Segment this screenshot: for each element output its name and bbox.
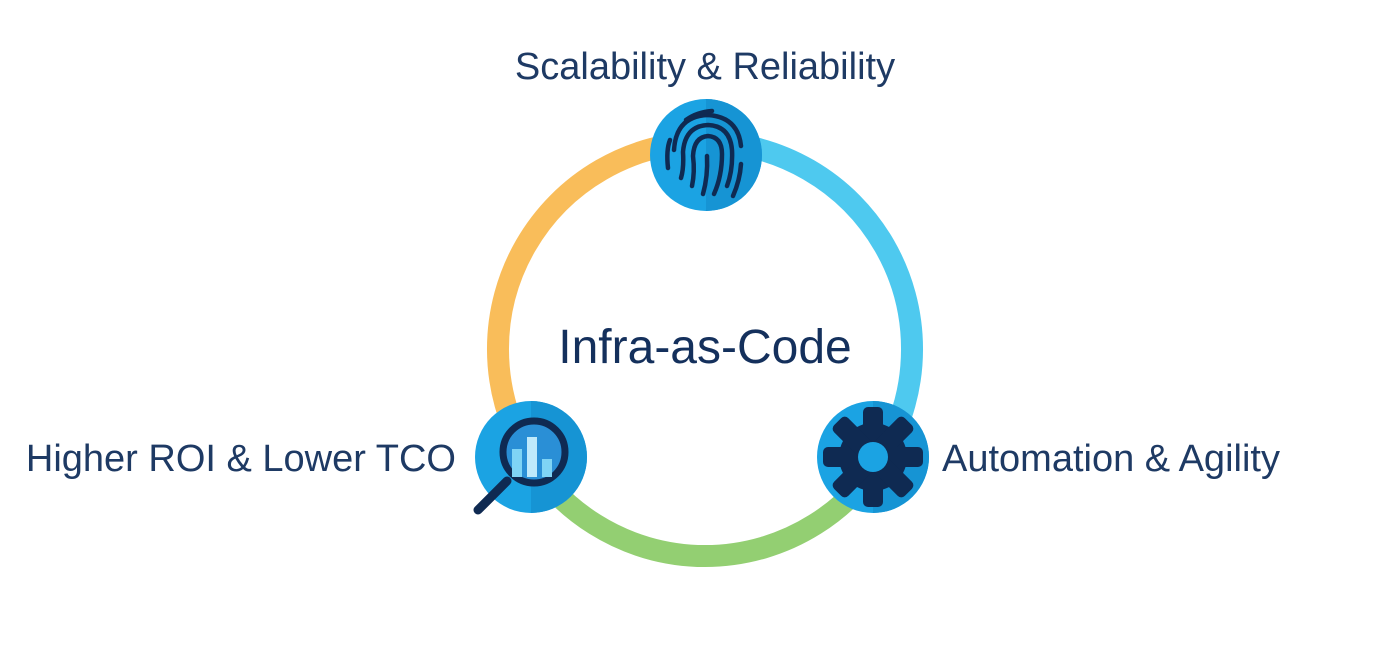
magnifier-chart-icon (473, 417, 569, 515)
node-right (817, 401, 929, 513)
node-label-left: Higher ROI & Lower TCO (25, 438, 456, 480)
node-label-right: Automation & Agility (942, 438, 1280, 480)
node-label-top: Scalability & Reliability (514, 46, 896, 88)
node-left (473, 401, 587, 515)
ring-arc-right (704, 131, 923, 459)
ring-arc-left (487, 131, 706, 459)
gear-icon (823, 407, 923, 507)
node-top (650, 99, 762, 211)
center-title: Infra-as-Code (558, 321, 852, 374)
fingerprint-icon (665, 108, 744, 199)
